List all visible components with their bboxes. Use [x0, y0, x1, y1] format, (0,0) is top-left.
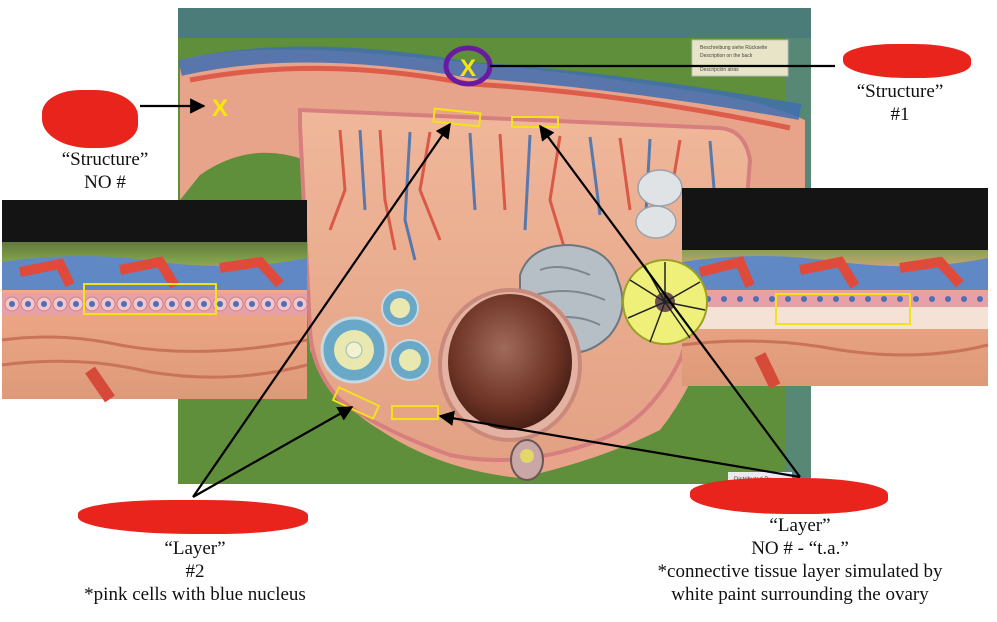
radial-follicle	[622, 259, 708, 345]
ovulation-rupture	[510, 439, 544, 481]
zoom-inset-left	[1, 200, 308, 403]
arrow-layer-2-bottom	[192, 406, 354, 498]
label-top-right-line1: “Structure”	[856, 81, 944, 102]
label-layer-ta: “Layer” NO # - “t.a.” *connective tissue…	[610, 514, 990, 606]
epithelium-highlight-box	[83, 283, 217, 315]
label-top-left-line2: NO #	[84, 172, 126, 193]
arrow-layer-ta-top	[539, 124, 801, 478]
description-plaque: Beschreibung siehe Rückseite Description…	[691, 39, 789, 77]
label-top-right-line2: #1	[890, 104, 910, 125]
label-top-left-line1: “Structure”	[61, 149, 149, 170]
box-tunica-top	[511, 116, 559, 128]
x-marker-left: X	[212, 95, 228, 122]
plaque-line-1: Beschreibung siehe Rückseite	[700, 45, 767, 51]
redaction-top-right	[843, 44, 971, 78]
leader-lines	[140, 64, 835, 498]
ovary-body	[178, 46, 805, 481]
tunica-highlight-box	[775, 293, 911, 325]
label-bottom-right-line1: “Layer”	[769, 515, 831, 536]
corpus-albicans	[635, 169, 683, 239]
label-bottom-left-line2: #2	[185, 561, 205, 582]
label-bottom-right-line3: *connective tissue layer simulated by	[657, 561, 943, 582]
x-marker-top: X	[460, 55, 476, 82]
box-tunica-bottom	[391, 405, 439, 420]
label-structure-no-number: “Structure” NO #	[30, 148, 180, 194]
zoom-inset-right	[681, 188, 989, 389]
arrow-layer-ta-bottom	[438, 410, 801, 479]
label-structure-1: “Structure” #1	[825, 80, 975, 126]
redaction-top-left	[42, 90, 138, 148]
mature-follicle	[438, 288, 582, 442]
label-bottom-right-line2: NO # - “t.a.”	[751, 538, 849, 559]
small-follicles	[320, 289, 431, 384]
plaque-line-3: Descripción atrás	[700, 67, 739, 73]
arrow-layer-2-top	[192, 122, 451, 498]
label-bottom-left-line3: *pink cells with blue nucleus	[84, 584, 306, 605]
plaque-line-2: Description on the back	[700, 53, 753, 59]
redaction-bottom-left	[78, 500, 308, 534]
label-layer-2: “Layer” #2 *pink cells with blue nucleus	[40, 537, 350, 606]
redaction-bottom-right	[690, 478, 888, 514]
label-bottom-left-line1: “Layer”	[164, 538, 226, 559]
label-bottom-right-line4: white paint surrounding the ovary	[671, 584, 929, 605]
box-epithelium-top	[432, 107, 482, 128]
